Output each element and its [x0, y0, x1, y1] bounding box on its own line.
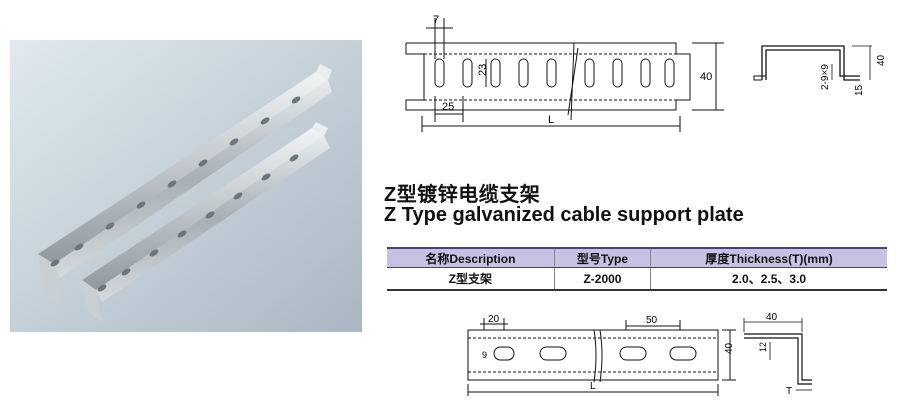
cell-thickness: 2.0、2.5、3.0	[650, 267, 887, 291]
bottom-dim-length: L	[590, 381, 596, 392]
bottom-dim-pitch: 50	[646, 315, 658, 326]
profile-dim-bottom: 15	[854, 84, 865, 96]
cell-type: Z-2000	[553, 267, 651, 291]
profile-dim-height: 40	[876, 54, 887, 66]
dim-length: L	[548, 114, 554, 126]
spec-table: 名称Description 型号Type 厚度Thickness(T)(mm) …	[387, 247, 887, 291]
rail-front-slots	[97, 154, 299, 292]
cell-description: Z型支架	[387, 267, 555, 291]
profile-dim-width: 40	[766, 312, 778, 323]
profile-dim-thickness: T	[786, 386, 792, 397]
bottom-profile-drawing: 40 12 T	[743, 312, 812, 397]
top-profile-drawing: 2-9×9 40 15	[753, 45, 887, 96]
header-thickness: 厚度Thickness(T)(mm)	[650, 247, 887, 268]
spec-table-header: 名称Description 型号Type 厚度Thickness(T)(mm)	[387, 247, 887, 268]
product-title-cn: Z型镀锌电缆支架	[384, 184, 541, 206]
table-row: Z型支架 Z-2000 2.0、2.5、3.0	[387, 267, 887, 291]
bottom-front-view-drawing: 20 50 9 L 40	[467, 314, 736, 396]
bottom-dim-slot: 9	[482, 350, 487, 360]
profile-dim-slot: 2-9×9	[820, 64, 831, 90]
rail-back-slots	[50, 96, 301, 267]
dim-slot-height: 23	[477, 64, 489, 76]
dim-height: 40	[700, 71, 712, 83]
rail-front	[82, 122, 330, 322]
product-photo	[10, 40, 362, 332]
top-front-view-drawing: 7 23 25 L 40	[405, 14, 724, 132]
rail-back	[38, 64, 332, 304]
header-type: 型号Type	[553, 247, 651, 268]
profile-dim-slot: 12	[758, 342, 768, 352]
bottom-dim-height: 40	[724, 342, 735, 354]
product-title-en: Z Type galvanized cable support plate	[384, 204, 744, 226]
bottom-dim-edge: 20	[488, 314, 500, 325]
header-description: 名称Description	[387, 247, 555, 268]
dim-slot-width: 7	[433, 14, 439, 26]
dim-pitch: 25	[442, 101, 454, 113]
